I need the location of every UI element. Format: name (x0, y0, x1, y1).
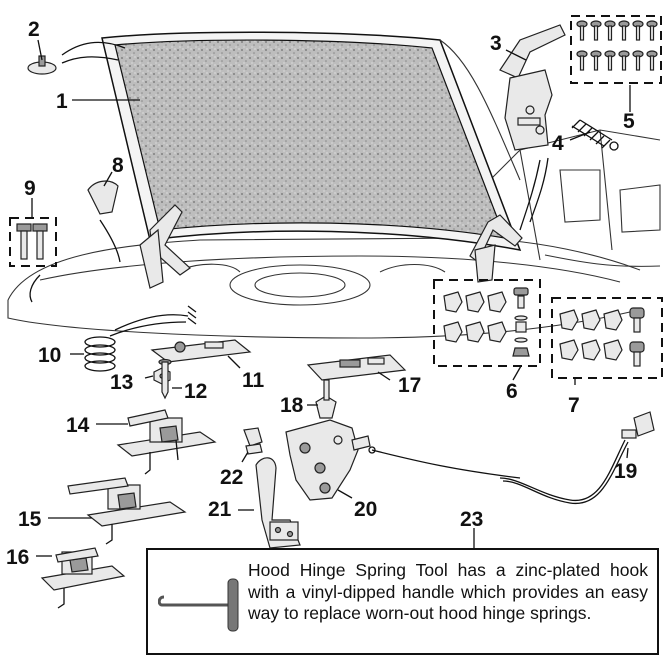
callout-23: 23 (460, 508, 483, 531)
part-4-hinge-spring (571, 119, 619, 151)
spring-tool-description: Hood Hinge Spring Tool has a zinc-plated… (248, 560, 648, 623)
part-7-bumper-kit (551, 297, 663, 379)
hood-hinge-left (139, 204, 191, 289)
spring-tool-note-box: Hood Hinge Spring Tool has a zinc-plated… (146, 548, 659, 655)
part-17-striker-plate (306, 354, 407, 381)
hood-hinge-right (469, 214, 523, 283)
callout-15: 15 (18, 508, 42, 531)
callout-13: 13 (110, 371, 133, 394)
hinge-spring-tool-icon (158, 578, 239, 632)
part-20-latch-assembly (285, 419, 371, 501)
callout-17: 17 (398, 374, 421, 397)
callout-19: 19 (614, 460, 637, 483)
part-15-hood-latch (67, 477, 187, 545)
callout-10: 10 (38, 344, 61, 367)
callout-2: 2 (28, 18, 40, 41)
part-18-t-handle (315, 379, 337, 419)
part-11-latch-plate (150, 339, 252, 363)
part-2-bumper (27, 41, 126, 75)
part-14-hood-latch (116, 409, 217, 475)
part-3-hood-hinge (499, 24, 566, 231)
callout-16: 16 (6, 546, 29, 569)
hood-insulation-pad (101, 31, 522, 251)
callout-14: 14 (66, 414, 90, 437)
part-12-bolt (158, 358, 172, 400)
part-19-release-cable (368, 411, 655, 505)
callout-9: 9 (24, 177, 36, 200)
callout-12: 12 (184, 380, 207, 403)
part-9-bolt-set (9, 217, 57, 303)
callout-7: 7 (568, 394, 580, 417)
part-21-safety-catch (255, 457, 301, 549)
part-8-clip (87, 180, 121, 263)
callout-11: 11 (242, 369, 265, 392)
part-5-screw-kit (570, 15, 662, 84)
leader-lines (31, 39, 631, 557)
callout-1: 1 (56, 90, 68, 113)
callout-6: 6 (506, 380, 518, 403)
callout-18: 18 (280, 394, 304, 417)
callout-21: 21 (208, 498, 232, 521)
part-10-coil-spring (84, 305, 197, 372)
part-22-clip (243, 427, 263, 455)
callout-3: 3 (490, 32, 502, 55)
part-16-hood-latch (40, 547, 126, 609)
callout-20: 20 (354, 498, 377, 521)
car-body-outline (7, 129, 661, 339)
part-6-bumper-kit (433, 279, 541, 367)
callout-4: 4 (552, 132, 564, 155)
callout-22: 22 (220, 466, 243, 489)
callout-5: 5 (623, 110, 635, 133)
callout-8: 8 (112, 154, 124, 177)
callout-labels: 1 2 3 4 5 6 7 8 9 10 11 12 13 14 15 16 1… (6, 18, 637, 569)
